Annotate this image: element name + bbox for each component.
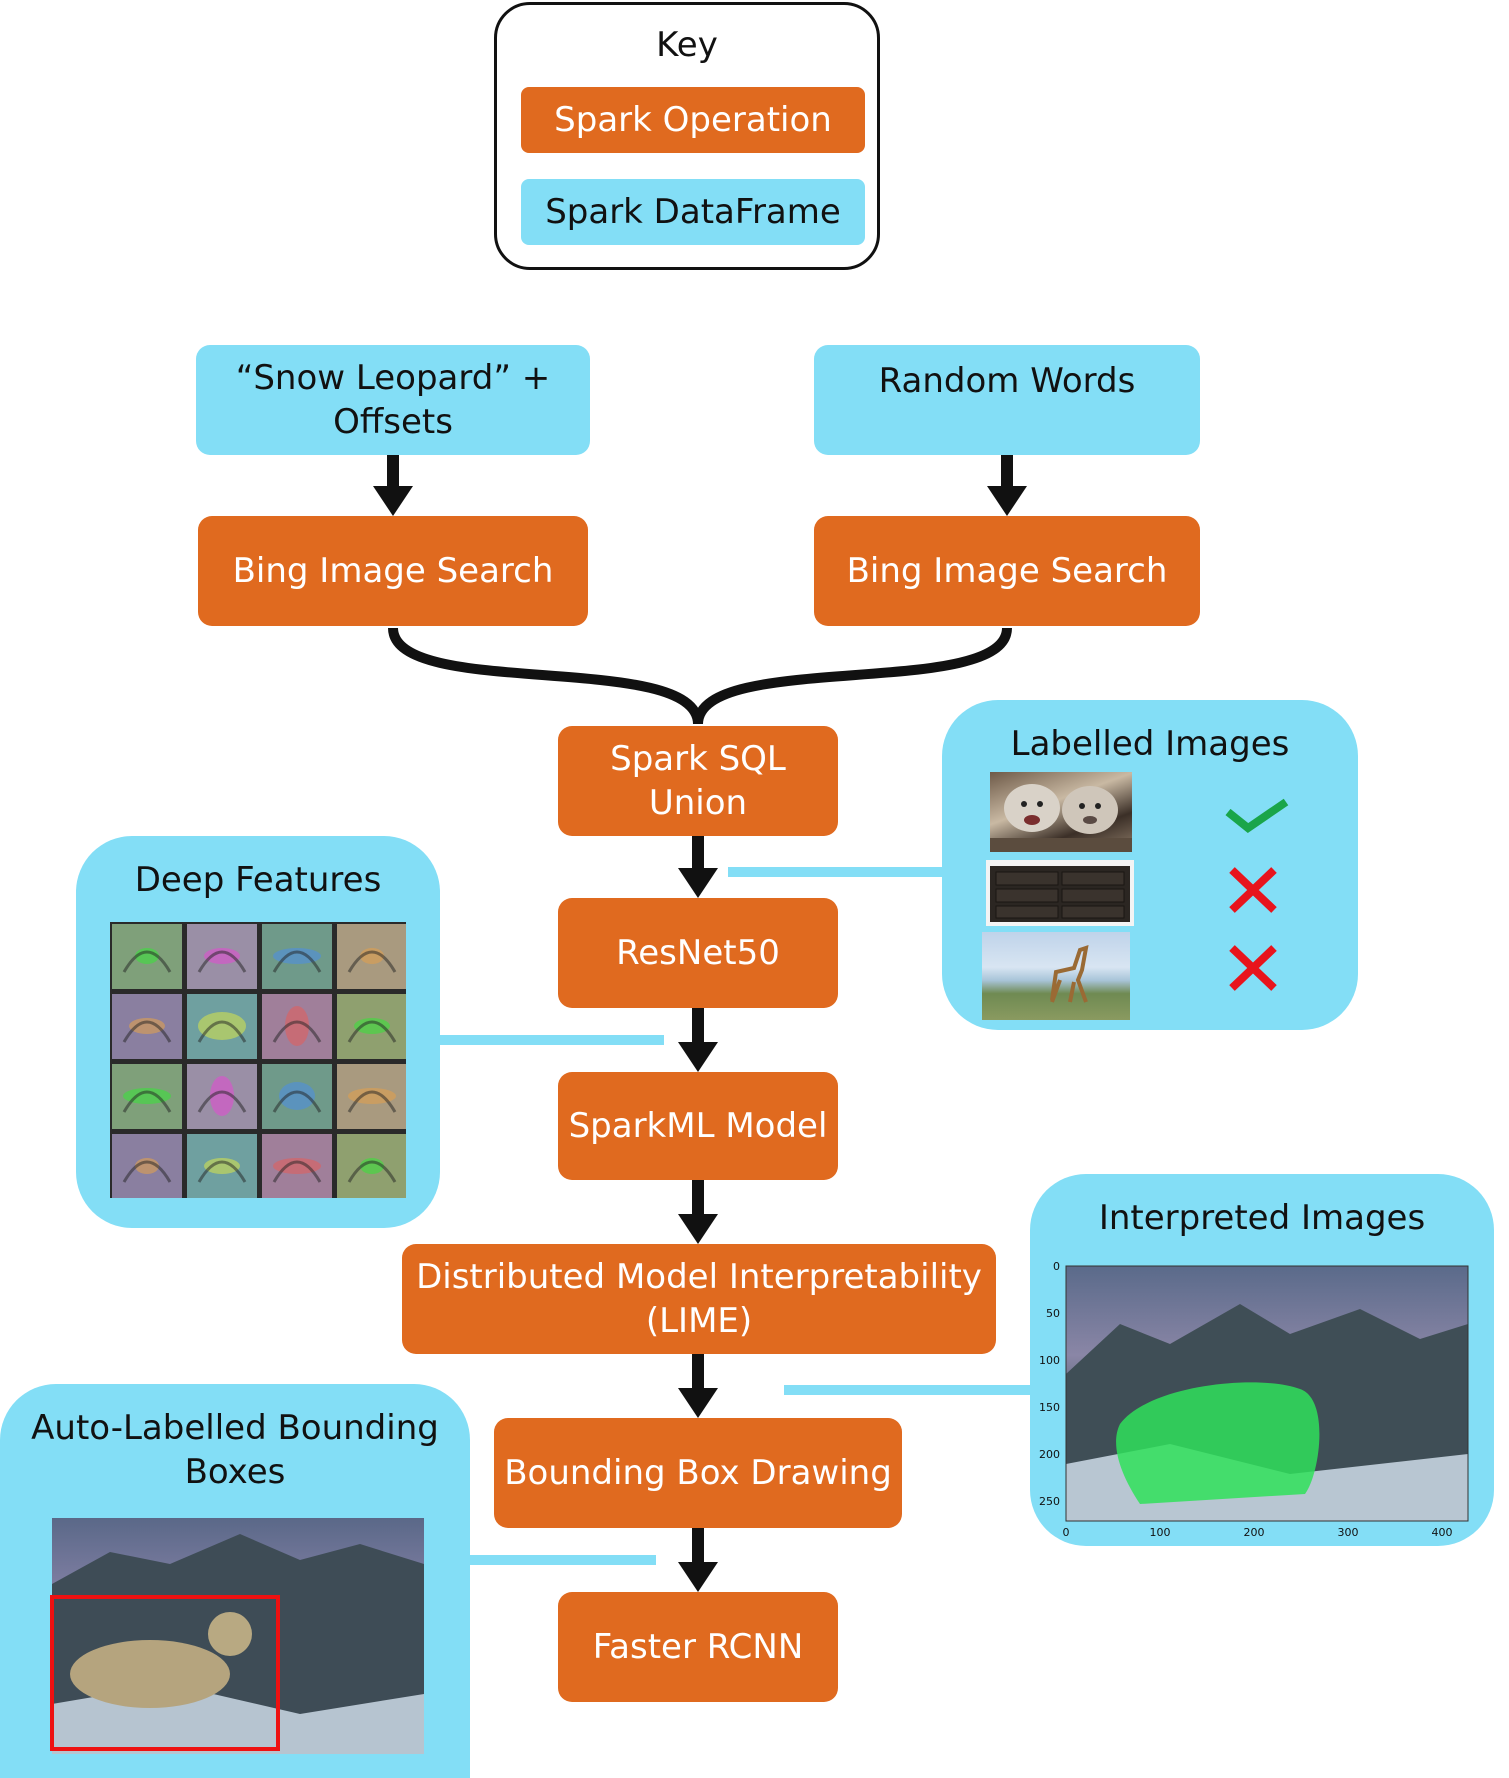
node-spark-sql-union: Spark SQL Union <box>558 726 838 836</box>
y-tick-label: 150 <box>1039 1401 1060 1414</box>
arrow-union-to-resnet <box>678 836 718 898</box>
node-bounding-box-drawing: Bounding Box Drawing <box>494 1418 902 1528</box>
dresser-image <box>986 860 1134 926</box>
panel-deep-title: Deep Features <box>134 860 382 900</box>
y-tick-label: 0 <box>1053 1260 1060 1273</box>
node-resnet50: ResNet50 <box>558 898 838 1008</box>
merge-connector-right <box>693 627 1012 725</box>
lime-superpixel-mask <box>1116 1382 1320 1504</box>
merge-connector-left <box>388 627 703 725</box>
y-tick-label: 100 <box>1039 1354 1060 1367</box>
arrow-lime-to-bbox <box>678 1354 718 1418</box>
snow-leopard-cubs-image <box>990 772 1132 852</box>
panel-interpreted-images: Interpreted Images 0 50 100 150 200 250 0 100 2… <box>1030 1174 1494 1546</box>
y-tick-label: 250 <box>1039 1495 1060 1508</box>
node-random-words: Random Words <box>814 345 1200 455</box>
node-snow-leopard-offsets: “Snow Leopard” + Offsets <box>196 345 590 455</box>
x-tick-label: 200 <box>1244 1526 1265 1539</box>
arrow-snow-to-bing <box>373 455 413 516</box>
auto-bounding-box <box>50 1595 280 1751</box>
node-bing-search-left: Bing Image Search <box>198 516 588 626</box>
node-sparkml-model: SparkML Model <box>558 1072 838 1180</box>
arrow-bbox-to-rcnn <box>678 1528 718 1592</box>
key-spark-operation: Spark Operation <box>521 87 865 153</box>
panel-autolabel-title: Auto-Labelled Bounding Boxes <box>31 1408 439 1493</box>
y-tick-label: 200 <box>1039 1448 1060 1461</box>
panel-deep-features: Deep Features <box>76 836 440 1228</box>
key-legend: Key Spark Operation Spark DataFrame <box>494 2 880 270</box>
arrow-sparkml-to-lime <box>678 1180 718 1244</box>
panel-interpreted-title: Interpreted Images <box>1098 1198 1426 1238</box>
x-tick-label: 100 <box>1150 1526 1171 1539</box>
key-title: Key <box>656 25 718 65</box>
key-spark-dataframe: Spark DataFrame <box>521 179 865 245</box>
giraffe-image <box>982 932 1130 1020</box>
x-tick-label: 400 <box>1432 1526 1453 1539</box>
arrow-random-to-bing <box>987 455 1027 516</box>
panel-labelled-images: Labelled Images <box>942 700 1358 1030</box>
y-tick-label: 50 <box>1046 1307 1060 1320</box>
arrow-resnet-to-sparkml <box>678 1008 718 1072</box>
x-tick-label: 300 <box>1338 1526 1359 1539</box>
x-tick-label: 0 <box>1063 1526 1070 1539</box>
node-lime: Distributed Model Interpretability (LIME… <box>402 1244 996 1354</box>
node-bing-search-right: Bing Image Search <box>814 516 1200 626</box>
panel-labelled-title: Labelled Images <box>1010 724 1290 764</box>
node-faster-rcnn: Faster RCNN <box>558 1592 838 1702</box>
panel-auto-labelled: Auto-Labelled Bounding Boxes <box>0 1384 470 1778</box>
deep-features-grid <box>110 922 406 1198</box>
